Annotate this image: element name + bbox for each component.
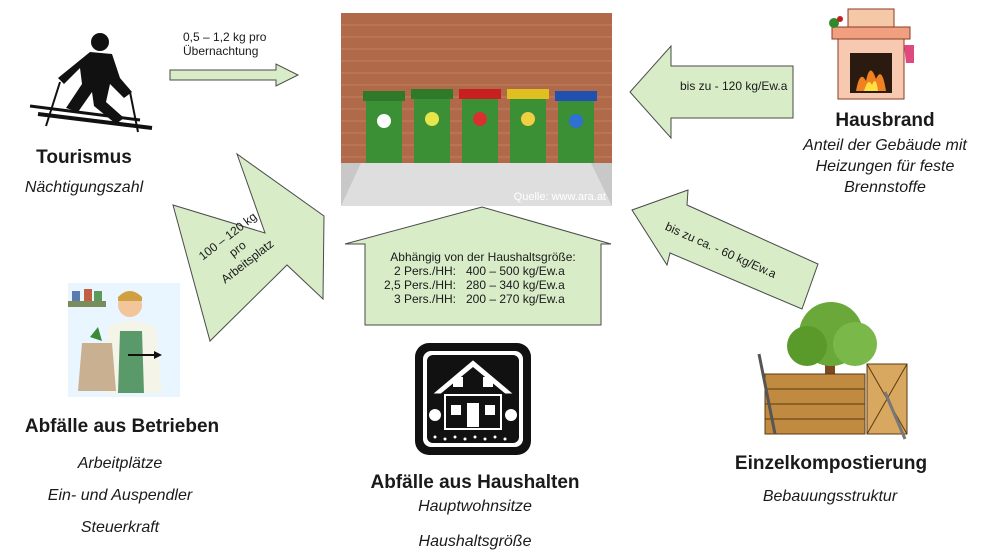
hausbrand-indicator-line: Anteil der Gebäude mit — [803, 137, 967, 154]
row-value: 280 – 340 kg/Ew.a — [466, 278, 565, 292]
hausbrand-indicator: Anteil der Gebäude mit Heizungen für fes… — [780, 135, 990, 198]
haushalte-row: 2,5 Pers./HH: 280 – 340 kg/Ew.a — [368, 278, 598, 292]
haushalte-arrow — [344, 206, 612, 326]
row-label: 3 Pers./HH: — [393, 292, 456, 306]
compost-icon — [755, 294, 917, 444]
skier-icon — [20, 28, 160, 138]
haushalte-indicator: Haushaltsgröße — [418, 533, 532, 550]
hausbrand-arrow-label: bis zu - 120 kg/Ew.a — [680, 79, 788, 93]
house-icon — [415, 343, 531, 455]
shop-worker-icon — [68, 283, 180, 397]
betriebe-title: Abfälle aus Betrieben — [24, 416, 220, 437]
row-label: 2,5 Pers./HH: — [383, 278, 456, 292]
photo-credit: Quelle: www.ara.at — [513, 191, 606, 203]
hausbrand-indicator-line: Brennstoffe — [844, 179, 926, 196]
row-value: 400 – 500 kg/Ew.a — [466, 264, 565, 278]
tourism-arrow — [169, 63, 300, 87]
betriebe-indicator: Steuerkraft — [80, 519, 160, 536]
tourismus-indicator: Nächtigungszahl — [24, 179, 144, 196]
haushalte-row: 3 Pers./HH: 200 – 270 kg/Ew.a — [368, 292, 598, 306]
row-label: 2 Pers./HH: — [393, 264, 456, 278]
haushalte-box: Abhängig von der Haushaltsgröße: 2 Pers.… — [368, 250, 598, 306]
green-bin-1 — [363, 91, 405, 163]
haushalte-title: Abfälle aus Haushalten — [370, 472, 580, 493]
hausbrand-title: Hausbrand — [835, 110, 935, 131]
tourismus-title: Tourismus — [36, 147, 132, 168]
tourism-arrow-line1: 0,5 – 1,2 kg pro — [183, 30, 267, 44]
fireplace-icon — [820, 5, 920, 105]
hausbrand-arrow — [629, 44, 794, 140]
betriebe-indicator: Ein- und Auspendler — [47, 487, 193, 504]
hausbrand-indicator-line: Heizungen für feste — [815, 158, 955, 175]
betriebe-indicator: Arbeitplätze — [77, 455, 163, 472]
betriebe-arrow — [172, 152, 325, 342]
tourism-arrow-label: 0,5 – 1,2 kg pro Übernachtung — [183, 30, 266, 58]
haushalte-indicator: Hauptwohnsitze — [418, 498, 532, 515]
row-value: 200 – 270 kg/Ew.a — [466, 292, 565, 306]
kompost-arrow — [631, 189, 819, 310]
bins-photo: Quelle: www.ara.at — [341, 13, 612, 206]
haushalte-box-heading: Abhängig von der Haushaltsgröße: — [390, 250, 576, 264]
tourism-arrow-line2: Übernachtung — [183, 44, 259, 58]
kompost-indicator: Bebauungsstruktur — [762, 488, 898, 505]
haushalte-row: 2 Pers./HH: 400 – 500 kg/Ew.a — [368, 264, 598, 278]
kompost-title: Einzelkompostierung — [734, 453, 928, 474]
